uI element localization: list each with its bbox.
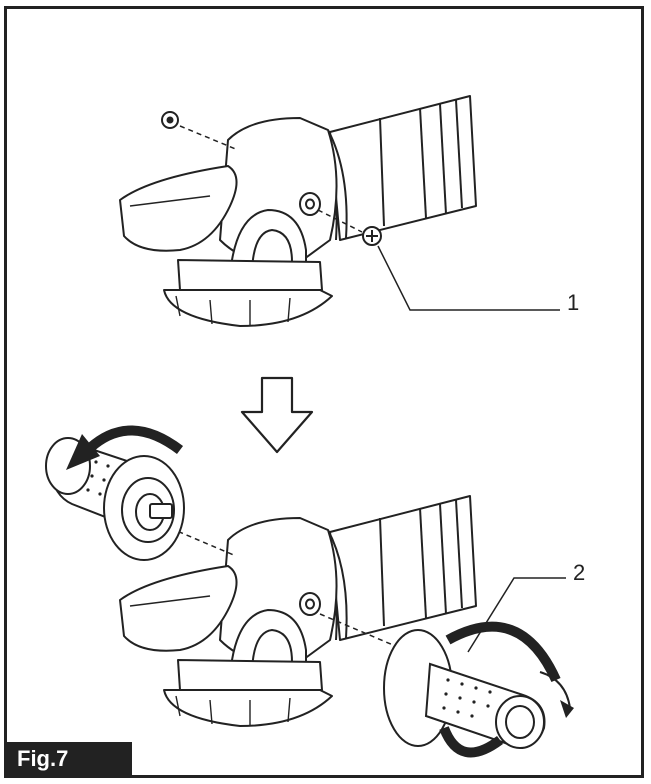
polisher-top-illustration xyxy=(119,95,560,327)
side-handle-right-illustration xyxy=(383,621,574,758)
callout-1-label: 1 xyxy=(567,290,580,315)
side-handle-left-illustration xyxy=(45,425,185,561)
down-arrow-icon xyxy=(240,376,314,454)
figure-label: Fig.7 xyxy=(7,742,132,775)
callout-2-label: 2 xyxy=(573,560,586,585)
rotate-arrow-left-icon xyxy=(66,434,100,470)
